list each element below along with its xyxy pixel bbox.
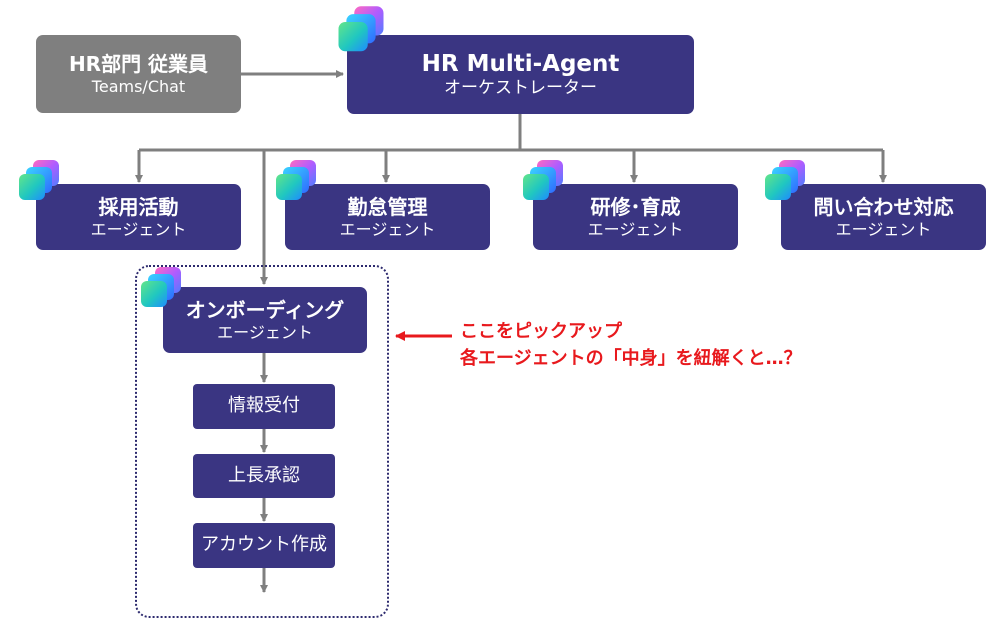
stacked-gradient-tiles-icon [338,6,384,52]
pickup-callout: ここをピックアップ 各エージェントの「中身」を紐解くと…？ [460,318,802,372]
orchestrator-title: HR Multi-Agent [421,50,620,77]
stacked-gradient-tiles-icon [276,160,316,200]
onboarding-highlight-frame [135,265,389,618]
stacked-gradient-tiles-icon [523,160,563,200]
training-subtitle: エージェント [587,219,684,239]
step-account-creation: アカウント作成 [193,523,335,568]
hr-employee-node: HR部門 従業員 Teams/Chat [36,35,241,113]
stacked-gradient-tiles-icon [141,267,181,307]
attendance-agent-node: 勤怠管理 エージェント [285,184,490,250]
inquiry-agent-node: 問い合わせ対応 エージェント [781,184,986,250]
step-label: 情報受付 [228,395,300,417]
step-label: アカウント作成 [201,534,327,556]
connector-orchestrator-to-agents [135,114,887,285]
onboarding-agent-node: オンボーディング エージェント [163,287,367,353]
employee-title: HR部門 従業員 [68,51,209,76]
inquiry-title: 問い合わせ対応 [813,194,954,219]
step-information-intake: 情報受付 [193,384,335,429]
recruiting-title: 採用活動 [98,194,179,219]
stacked-gradient-tiles-icon [19,160,59,200]
onboarding-subtitle: エージェント [217,322,313,342]
recruiting-agent-node: 採用活動 エージェント [36,184,241,250]
attendance-subtitle: エージェント [339,219,436,239]
training-agent-node: 研修･育成 エージェント [533,184,738,250]
orchestrator-subtitle: オーケストレーター [444,78,597,99]
inquiry-subtitle: エージェント [835,219,932,239]
callout-line-2: 各エージェントの「中身」を紐解くと…？ [460,348,802,369]
training-title: 研修･育成 [590,194,681,219]
step-manager-approval: 上長承認 [193,454,335,498]
stacked-gradient-tiles-icon [765,160,805,200]
employee-subtitle: Teams/Chat [91,76,186,96]
callout-line-1: ここをピックアップ [460,321,622,342]
recruiting-subtitle: エージェント [90,219,187,239]
attendance-title: 勤怠管理 [347,194,428,219]
step-label: 上長承認 [228,464,300,486]
orchestrator-node: HR Multi-Agent オーケストレーター [347,35,694,114]
onboarding-title: オンボーディング [185,297,345,322]
